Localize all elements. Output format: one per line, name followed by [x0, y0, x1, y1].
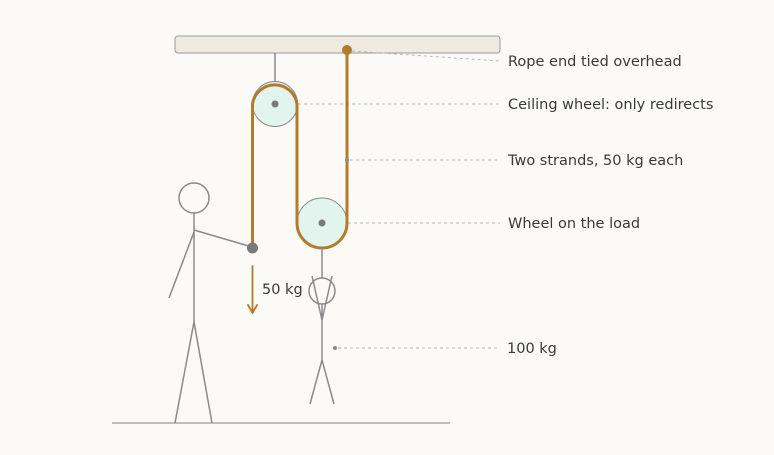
rope-anchor-knot [342, 45, 352, 55]
ceiling-pulley-axle [271, 100, 279, 108]
leader-rope-end [351, 50, 501, 62]
leader-lines [298, 50, 501, 349]
person-arm-other [168, 231, 195, 299]
ceiling-beam [174, 35, 501, 54]
label-two-strands: Two strands, 50 kg each [507, 153, 683, 169]
strand-marker [345, 158, 349, 162]
person-arm-pulling [193, 229, 253, 248]
person-hand [247, 242, 258, 254]
label-ceiling-wheel: Ceiling wheel: only redirects [508, 97, 713, 113]
pull-arrow-head [247, 304, 258, 314]
rope [251, 50, 349, 250]
pull-force-arrow [247, 265, 258, 314]
person-leg-left [174, 321, 195, 424]
label-pull-force: 50 kg [262, 282, 303, 298]
load-marker [333, 346, 337, 350]
load-pulley-axle [318, 219, 326, 227]
load-figure-leg-left [309, 359, 323, 405]
label-load-mass: 100 kg [507, 341, 557, 357]
pulling-person [168, 182, 253, 424]
label-load-wheel: Wheel on the load [508, 216, 640, 232]
person-leg-right [193, 321, 213, 424]
person-head [178, 182, 210, 214]
load-figure-arm-right [321, 275, 333, 321]
load-figure [308, 275, 336, 405]
label-rope-end: Rope end tied overhead [508, 54, 682, 70]
load-figure-arm-left [311, 275, 323, 321]
load-figure-leg-right [321, 359, 335, 405]
